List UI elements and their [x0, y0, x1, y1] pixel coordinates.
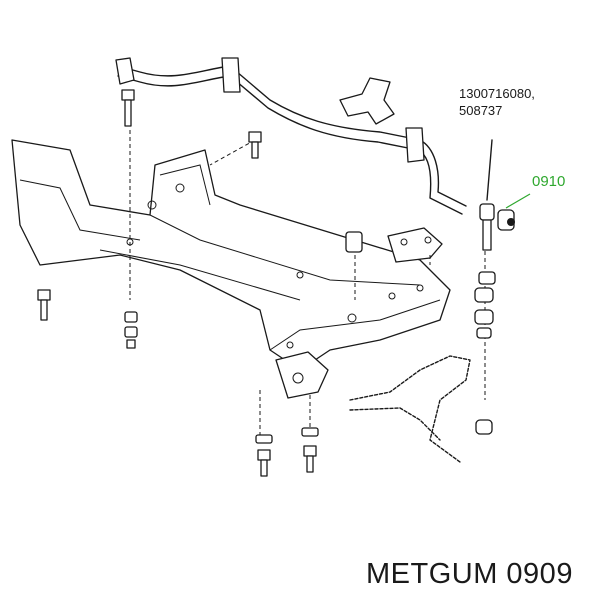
bushing-center [345, 231, 363, 253]
stabilizer-bracket [339, 77, 395, 125]
lower-control-arm [349, 355, 471, 463]
callout-label: 0910 [532, 173, 566, 190]
callout-leader-line [505, 193, 531, 209]
stabilizer-left-bolt [121, 89, 135, 127]
stabilizer-link [474, 139, 496, 435]
assembly-guide-lines [129, 130, 486, 440]
footer-caption: METGUM 0909 [366, 558, 573, 590]
bolt-bottom-right [301, 427, 319, 473]
part-number-line-1: 1300716080, [459, 86, 535, 101]
bolt-bottom-left [255, 434, 273, 477]
subframe-body [11, 139, 451, 399]
mounting-plate [387, 227, 443, 263]
bolt-top [248, 131, 262, 159]
part-number-line-2: 508737 [459, 103, 503, 118]
stabilizer-bar [115, 57, 467, 215]
washer-left [124, 311, 138, 349]
part-number-label: 1300716080, 508737 [459, 85, 535, 119]
stabilizer-bushing [497, 209, 515, 231]
bolt-left [37, 289, 51, 321]
